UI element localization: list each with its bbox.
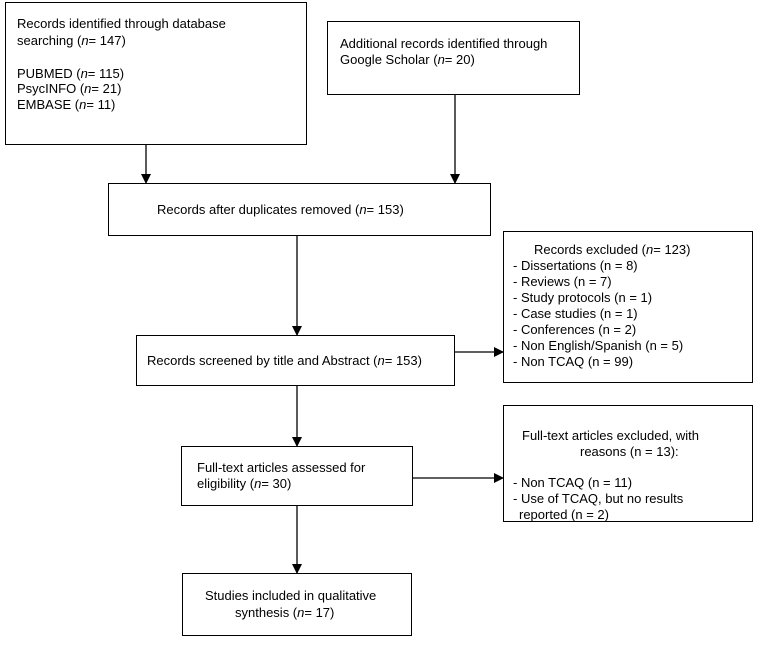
- excluded-item-dissertations: - Dissertations (n = 8): [513, 258, 638, 273]
- fulltext-excluded-title: Full-text articles excluded, with: [522, 428, 700, 443]
- additional-records-box: Additional records identified through Go…: [327, 21, 580, 95]
- additional-records-title: Additional records identified through: [340, 36, 548, 51]
- eligibility-count: eligibility (n= 30): [197, 476, 292, 491]
- excluded-item-study-protocols: - Study protocols (n = 1): [513, 290, 653, 305]
- records-excluded-box: Records excluded (n= 123) - Dissertation…: [503, 231, 753, 383]
- excluded-item-non-tcaq: - Non TCAQ (n = 99): [513, 354, 634, 369]
- records-screened-text: Records screened by title and Abstract (…: [147, 353, 422, 368]
- studies-included-box: Studies included in qualitative synthesi…: [182, 573, 412, 636]
- eligibility-box: Full-text articles assessed for eligibil…: [181, 446, 413, 506]
- records-screened-box: Records screened by title and Abstract (…: [136, 335, 455, 386]
- excluded-item-non-english-spanish: - Non English/Spanish (n = 5): [513, 338, 684, 353]
- embase-count: EMBASE (n= 11): [17, 97, 116, 112]
- duplicates-removed-box: Records after duplicates removed (n= 153…: [108, 183, 491, 236]
- database-search-count: searching (n= 147): [17, 33, 126, 48]
- fulltext-excluded-box: Full-text articles excluded, with reason…: [503, 405, 753, 522]
- psycinfo-count: PsycINFO (n= 21): [17, 81, 122, 96]
- eligibility-title: Full-text articles assessed for: [197, 460, 366, 475]
- additional-records-count: Google Scholar (n= 20): [340, 52, 475, 67]
- fulltext-excluded-no-results: - Use of TCAQ, but no results: [513, 491, 684, 506]
- pubmed-count: PUBMED (n= 115): [17, 66, 125, 81]
- duplicates-removed-text: Records after duplicates removed (n= 153…: [157, 202, 404, 217]
- records-excluded-title: Records excluded (n= 123): [534, 242, 691, 257]
- excluded-item-case-studies: - Case studies (n = 1): [513, 306, 638, 321]
- studies-included-count: synthesis (n= 17): [235, 605, 335, 620]
- fulltext-excluded-no-results-cont: reported (n = 2): [519, 507, 609, 522]
- excluded-item-conferences: - Conferences (n = 2): [513, 322, 637, 337]
- fulltext-excluded-count: reasons (n = 13):: [580, 444, 679, 459]
- studies-included-title: Studies included in qualitative: [205, 588, 377, 603]
- excluded-item-reviews: - Reviews (n = 7): [513, 274, 612, 289]
- fulltext-excluded-non-tcaq: - Non TCAQ (n = 11): [513, 475, 633, 490]
- database-search-title: Records identified through database: [17, 16, 226, 31]
- database-search-box: Records identified through database sear…: [5, 2, 307, 145]
